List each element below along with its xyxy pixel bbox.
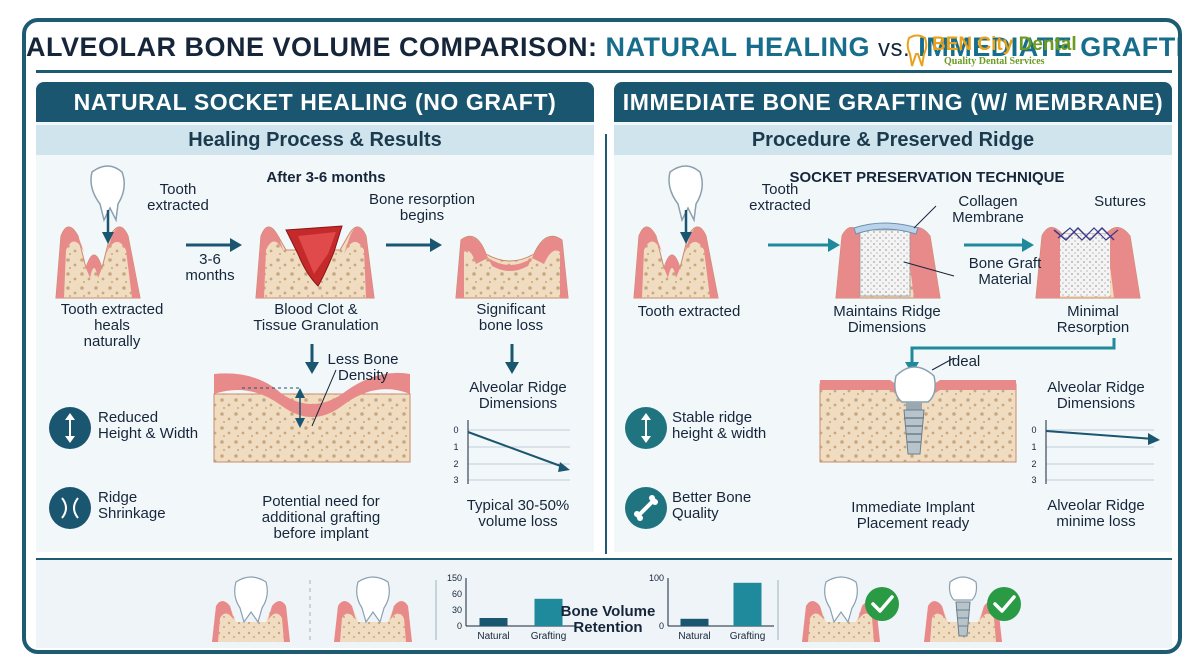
grafting-caption-1: Tooth extracted — [637, 303, 741, 320]
grafting-arrow-2-icon — [964, 238, 1034, 252]
technique-label: SOCKET PRESERVATION TECHNIQUE — [789, 169, 1065, 186]
better-bone-label: Better Bone Quality — [672, 489, 752, 522]
retention-tick-label: 150 — [447, 573, 462, 583]
sutured-socket-stage-icon — [1035, 226, 1141, 299]
check-icon-1 — [865, 587, 899, 621]
retention-category-label: Grafting — [531, 631, 567, 642]
grafting-caption-3: Minimal Resorption — [1056, 303, 1130, 336]
panel-divider — [605, 134, 607, 554]
ridge-dimension-chart — [467, 420, 570, 484]
title-natural: NATURAL HEALING — [605, 32, 871, 62]
ridge-cross-section-icon — [213, 369, 411, 463]
retention-bar — [680, 618, 709, 626]
bone-graft-material-label: Bone Graft Material — [968, 255, 1042, 288]
less-bone-density-label: Less Bone Density — [327, 351, 399, 384]
infographic-frame: ALVEOLAR BONE VOLUME COMPARISON: NATURAL… — [22, 18, 1182, 654]
natural-caption-2: Blood Clot & Tissue Granulation — [253, 301, 379, 334]
summary-tooth-1-icon — [212, 576, 290, 642]
title-main: ALVEOLAR BONE VOLUME COMPARISON: — [26, 32, 598, 62]
retention-category-label: Natural — [477, 631, 509, 642]
grafting-tick-1: 1 — [1031, 442, 1037, 452]
arrow-2-icon — [386, 238, 442, 252]
grafting-tick-3: 3 — [1031, 475, 1037, 485]
down-arrow-1-icon — [305, 344, 319, 374]
ideal-label: Ideal — [947, 353, 981, 370]
implant-ready-label: Immediate Implant Placement ready — [851, 499, 975, 532]
logo-tagline: Quality Dental Services — [944, 56, 1045, 67]
minime-loss-label: Alveolar Ridge minime loss — [1047, 497, 1145, 530]
stable-icon — [625, 407, 667, 449]
grafting-arrow-1-icon — [768, 238, 840, 252]
natural-panel-subheading: Healing Process & Results — [36, 125, 594, 155]
retention-category-label: Grafting — [730, 631, 766, 642]
summary-tooth-2-icon — [334, 576, 412, 642]
shrinkage-icon — [49, 487, 91, 529]
title-graft: IMMEDIATE GRAFTING — [918, 32, 1182, 62]
natural-tick-0: 0 — [453, 425, 459, 435]
natural-tick-2: 2 — [453, 459, 459, 469]
natural-caption-3: Significant bone loss — [476, 301, 546, 334]
grafting-tick-0: 0 — [1031, 425, 1037, 435]
retention-category-label: Natural — [678, 631, 710, 642]
retention-tick-label: 0 — [457, 621, 462, 631]
summary-tooth-3-icon — [802, 576, 880, 642]
bone-resorption-label: Bone resorption begins — [369, 191, 475, 224]
graft-membrane-stage-icon — [835, 205, 955, 299]
tooth-extracted-label: Tooth extracted — [147, 181, 209, 214]
after-months-label: After 3-6 months — [266, 169, 386, 186]
retention-tick-label: 100 — [649, 573, 664, 583]
down-arrow-2-icon — [505, 344, 519, 374]
grafting-tooth-extracted-label: Tooth extracted — [749, 181, 811, 214]
grafting-caption-2: Maintains Ridge Dimensions — [833, 303, 941, 336]
page-title: ALVEOLAR BONE VOLUME COMPARISON: NATURAL… — [26, 32, 1182, 63]
bone-loss-stage-icon — [455, 235, 569, 299]
sutures-label: Sutures — [1094, 193, 1146, 210]
implant-cross-section-icon — [819, 357, 1017, 463]
grafting-panel-heading: IMMEDIATE BONE GRAFTING (W/ MEMBRANE) — [614, 82, 1172, 122]
retention-bar — [733, 582, 762, 626]
reduced-icon — [49, 407, 91, 449]
typical-loss-label: Typical 30-50% volume loss — [466, 497, 570, 530]
bone-quality-icon — [625, 487, 667, 529]
title-divider — [36, 70, 1172, 73]
reduced-label: Reduced Height & Width — [98, 409, 199, 442]
logo-name: BEN City Dental — [932, 34, 1077, 55]
stable-ridge-chart — [1045, 420, 1160, 484]
natural-healing-illustration — [49, 165, 570, 529]
retention-bar — [534, 598, 563, 626]
stable-label: Stable ridge height & width — [672, 409, 767, 442]
grafting-ridge-chart-title: Alveolar Ridge Dimensions — [1047, 379, 1145, 412]
natural-tick-3: 3 — [453, 475, 459, 485]
collagen-membrane-label: Collagen Membrane — [952, 193, 1024, 226]
title-vs: vs. — [878, 35, 911, 62]
grafting-tick-2: 2 — [1031, 459, 1037, 469]
natural-healing-panel: NATURAL SOCKET HEALING (NO GRAFT) Healin… — [36, 82, 594, 552]
extraction-stage-icon — [55, 165, 141, 299]
retention-tick-label: 0 — [659, 621, 664, 631]
natural-tick-1: 1 — [453, 442, 459, 452]
grafting-extraction-icon — [633, 165, 719, 299]
months-arrow-label: 3-6 months — [185, 251, 235, 284]
grafting-illustration — [625, 165, 1160, 529]
natural-panel-heading: NATURAL SOCKET HEALING (NO GRAFT) — [36, 82, 594, 122]
brand-logo[interactable]: BEN City Dental Quality Dental Services — [902, 32, 1102, 72]
natural-caption-1: Tooth extracted heals naturally — [60, 301, 164, 350]
natural-ridge-chart-title: Alveolar Ridge Dimensions — [469, 379, 567, 412]
grafting-panel-subheading: Procedure & Preserved Ridge — [614, 125, 1172, 155]
check-icon-2 — [987, 587, 1021, 621]
retention-bar — [479, 618, 508, 626]
shrinkage-label: Ridge Shrinkage — [98, 489, 166, 522]
immediate-grafting-panel: IMMEDIATE BONE GRAFTING (W/ MEMBRANE) Pr… — [614, 82, 1172, 552]
retention-label: Bone Volume Retention — [560, 603, 656, 636]
potential-need-label: Potential need for additional grafting b… — [261, 493, 381, 542]
retention-tick-label: 30 — [452, 605, 462, 615]
arrow-1-icon — [186, 238, 242, 252]
tooth-logo-icon — [906, 34, 928, 67]
blood-clot-stage-icon — [255, 225, 375, 299]
retention-tick-label: 60 — [452, 589, 462, 599]
